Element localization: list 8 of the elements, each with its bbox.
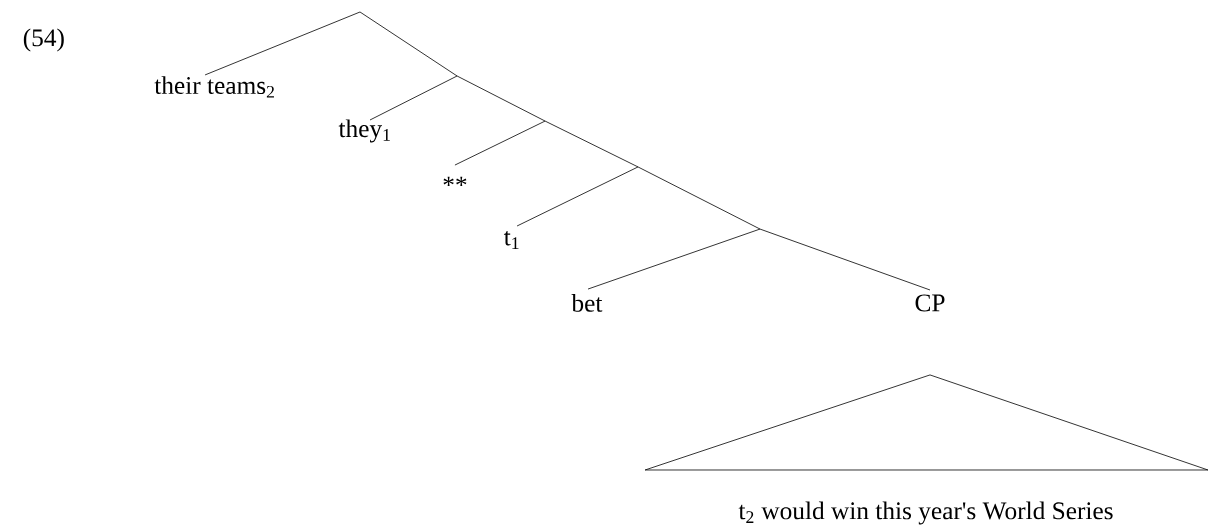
example-number: (54) xyxy=(23,28,64,52)
word-label: they$_{1}$ xyxy=(338,119,390,143)
category-label: CP xyxy=(915,294,945,312)
terminal-string: t$_{2}$ would win this year's World Series xyxy=(738,501,1113,525)
word-label: bet xyxy=(571,294,603,312)
word-label: t$_{1}$ xyxy=(503,231,519,249)
word-label: their teams$_{2}$ xyxy=(154,76,274,98)
word-label: ** xyxy=(443,176,467,187)
